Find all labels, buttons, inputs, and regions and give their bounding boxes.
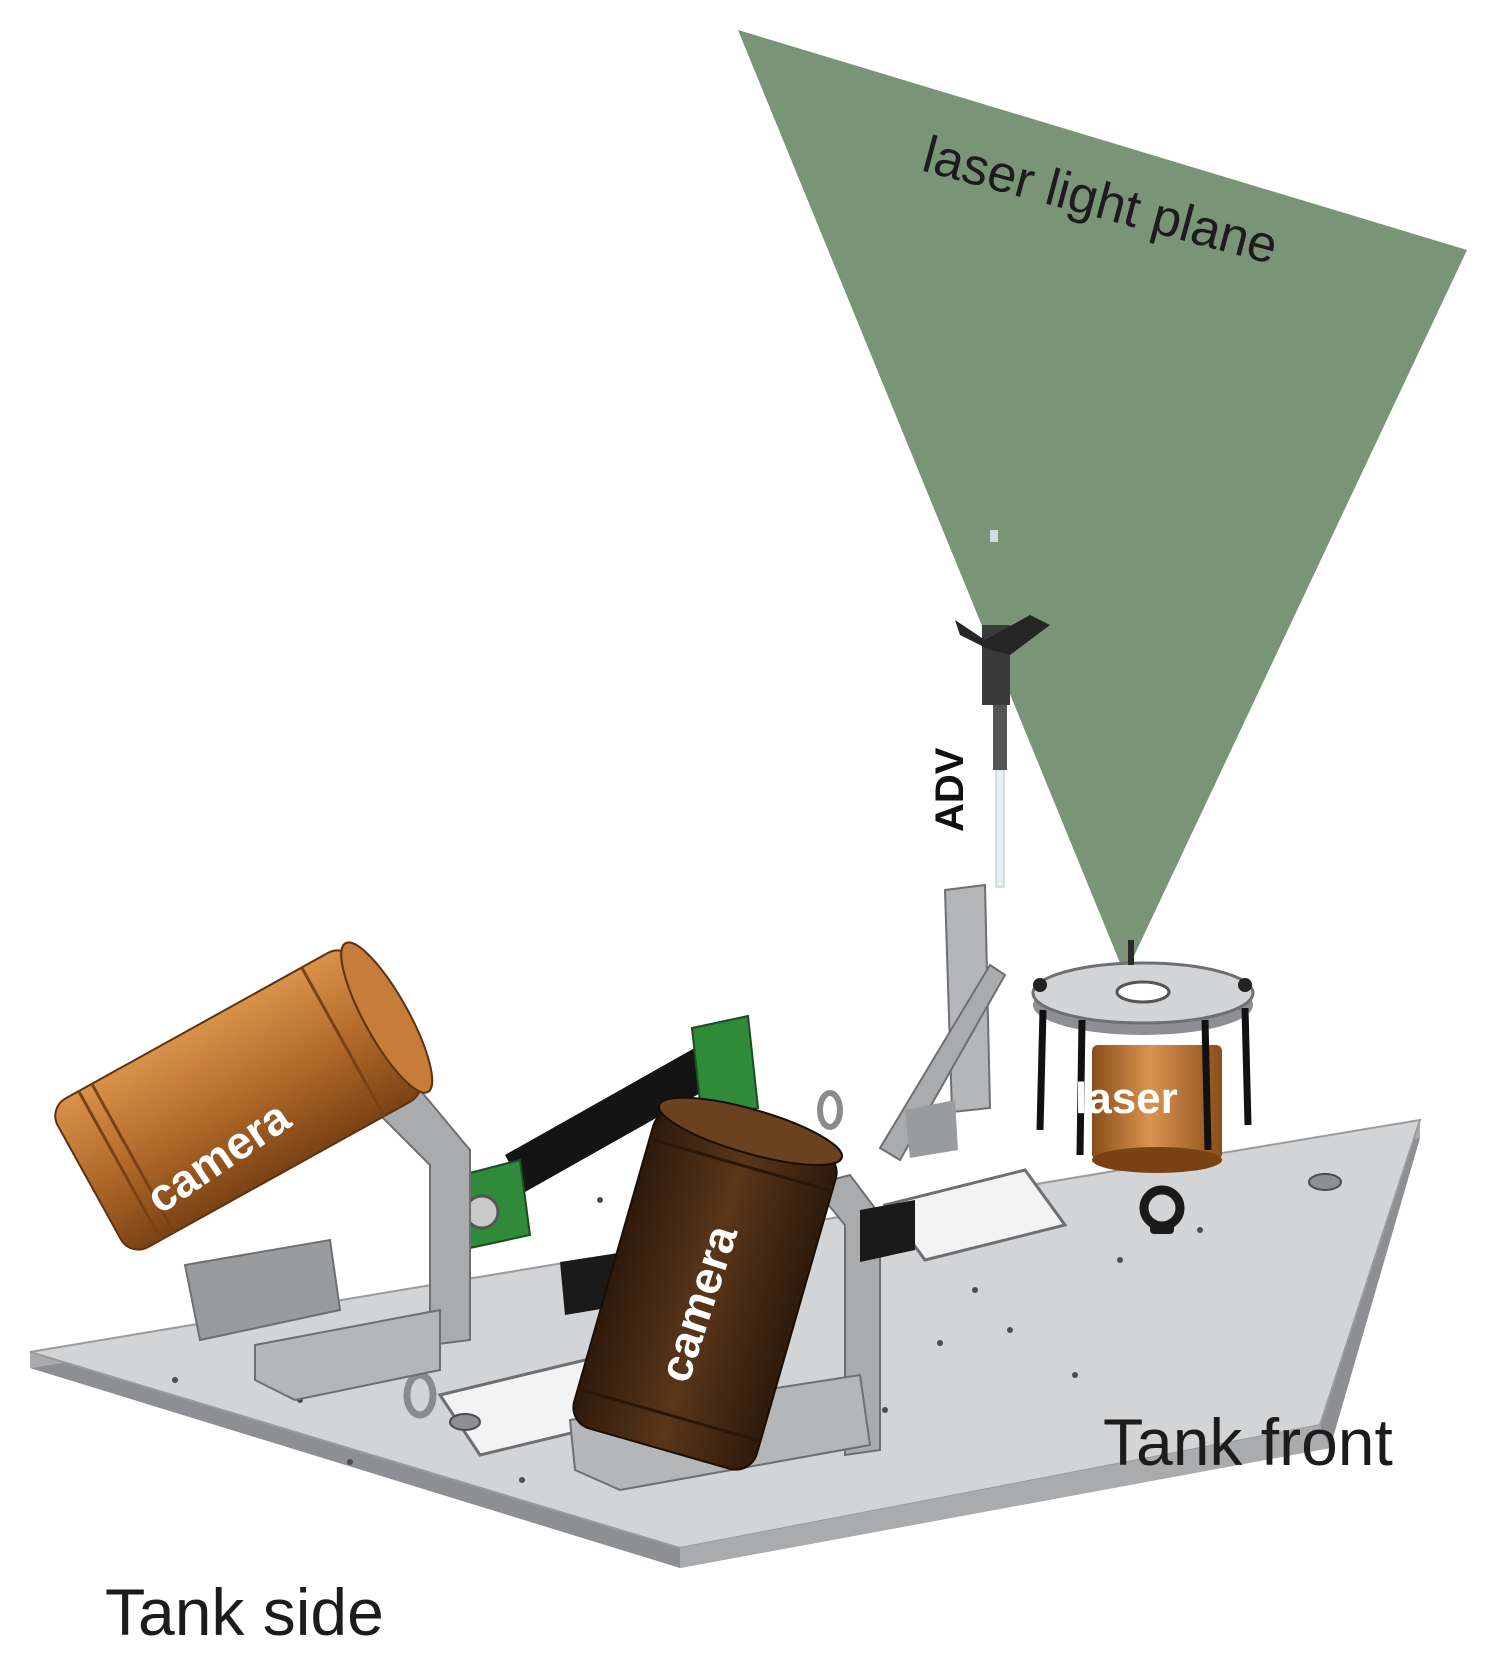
camera-icon [572,1096,844,1471]
laser-icon [1031,940,1255,1173]
label-laser: laser [1075,1074,1178,1123]
label-tank-side: Tank side [105,1575,384,1649]
adv-probe-icon [878,530,1050,1162]
camera-icon [54,941,434,1251]
camera-bracket-left [183,1058,471,1402]
camera-rail [460,1014,760,1250]
label-adv: ADV [928,747,972,832]
rail-mount [690,1014,760,1122]
lifting-eye-icon [1139,1185,1185,1234]
label-tank-front: Tank front [1103,1405,1393,1479]
lifting-eye-icon [817,1090,843,1130]
laser-light-plane [738,30,1467,975]
